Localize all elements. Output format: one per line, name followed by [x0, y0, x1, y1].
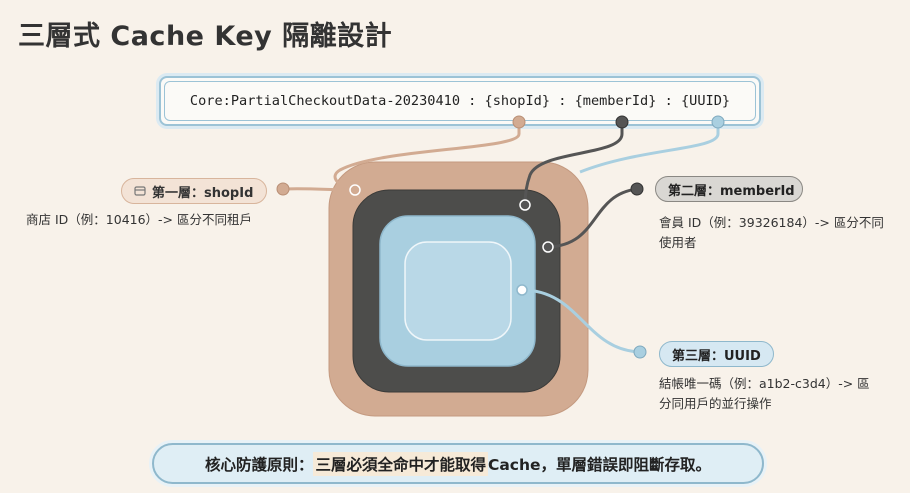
cache-key-text: Core:PartialCheckoutData-20230410 : {sho… [189, 93, 731, 109]
layer1-description: 商店 ID（例：10416）-> 區分不同租戶 [26, 212, 253, 227]
store-icon [134, 186, 146, 196]
cache-key-box: Core:PartialCheckoutData-20230410 : {sho… [159, 76, 761, 126]
layer3-label: 第三層：UUID [672, 348, 761, 364]
connector-shopid-left [282, 187, 356, 192]
layer1-pill: 第一層：shopId [121, 178, 267, 204]
layer3-pill: 第三層：UUID [659, 341, 774, 367]
connector-uuid-right [521, 288, 641, 354]
connector-shopid-top [333, 123, 521, 192]
layer2-description: 會員 ID（例：39326184）-> 區分不同使用者 [659, 215, 884, 250]
core-square [404, 241, 512, 341]
connector-memberid-top [523, 123, 624, 206]
page-title: 三層式 Cache Key 隔離設計 [18, 21, 393, 52]
principle-suffix: Cache，單層錯誤即阻斷存取。 [487, 455, 712, 474]
layer2-label: 第二層：memberId [668, 183, 795, 199]
layer3-description: 結帳唯一碼（例：a1b2-c3d4）-> 區分同用戶的並行操作 [659, 376, 870, 411]
principle-prefix: 核心防護原則： [204, 455, 314, 474]
core-principle-banner: 核心防護原則：三層必須全命中才能取得 Cache，單層錯誤即阻斷存取。 [152, 443, 764, 484]
layer2-pill: 第二層：memberId [655, 176, 803, 202]
principle-highlight: 三層必須全命中才能取得 [313, 451, 488, 476]
layer1-label: 第一層：shopId [152, 185, 254, 201]
connector-memberid-right [547, 187, 638, 249]
connector-uuid-top [579, 123, 720, 174]
